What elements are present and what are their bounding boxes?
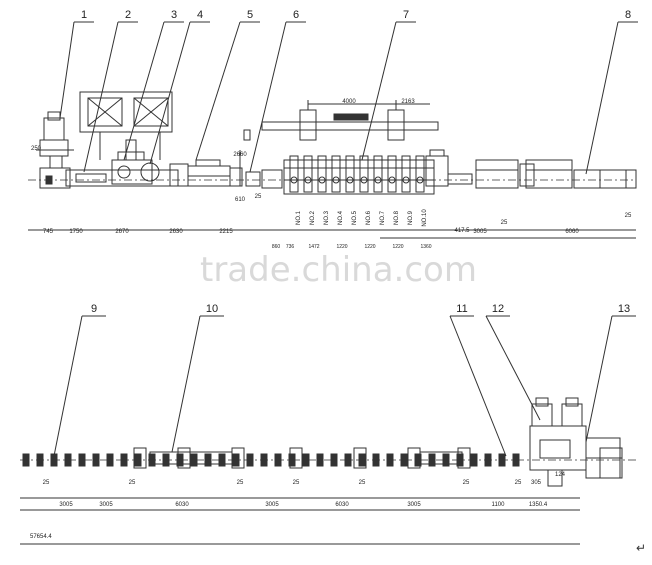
dim-top-small-8: 417.5	[454, 228, 470, 234]
dim-top-small-6: 25	[501, 220, 508, 226]
stand-label-7: NO.8	[394, 210, 400, 225]
dim-bottom-small-6: 25	[515, 480, 522, 486]
unit-4-5-shear	[169, 159, 243, 187]
unit-2-3-platform	[65, 91, 179, 187]
dim-bottom-4: 6030	[335, 502, 349, 508]
dim-top-1: 1750	[69, 229, 83, 235]
callout-5: 5	[247, 9, 253, 21]
dim-total-length: 57654.4	[30, 534, 52, 540]
stand-label-4: NO.5	[352, 210, 358, 225]
dim-top-small-2: 2660	[233, 152, 247, 158]
dim-bottom-7: 1350.4	[529, 502, 548, 508]
dim-top-3: 2630	[169, 229, 183, 235]
callout-8: 8	[625, 9, 631, 21]
callout-3: 3	[171, 9, 177, 21]
unit-7-forming-mill	[283, 149, 449, 195]
stand-label-2: NO.3	[324, 210, 330, 225]
dim-stand-5: 1220	[392, 244, 403, 250]
stand-label-1: NO.2	[310, 210, 316, 225]
unit-1-decoiler	[36, 111, 74, 189]
callout-6: 6	[293, 9, 299, 21]
dim-bottom-small-4: 25	[359, 480, 366, 486]
dim-top-small-0: 4000	[342, 99, 356, 105]
dim-top-5: 3005	[473, 229, 487, 235]
unit-6-entry-guide	[239, 129, 283, 189]
dim-top-small-7: 25	[625, 213, 632, 219]
dim-bottom-small-3: 25	[293, 480, 300, 486]
dim-stand-6: 1360	[420, 244, 431, 250]
dim-bottom-small-5: 25	[463, 480, 470, 486]
dim-bottom-6: 1100	[492, 502, 506, 508]
dim-top-2: 2670	[115, 229, 129, 235]
stand-label-0: NO.1	[296, 210, 302, 225]
callout-11: 11	[456, 303, 467, 315]
dim-bottom-1: 3005	[99, 502, 113, 508]
dim-top-small-4: 610	[235, 197, 246, 203]
dim-stand-1: 736	[286, 244, 295, 250]
stand-label-8: NO.9	[408, 210, 414, 225]
dim-bottom-5: 3005	[407, 502, 421, 508]
stand-label-3: NO.4	[338, 210, 344, 225]
stand-label-9: NO.10	[422, 209, 428, 227]
stand-label-5: NO.6	[366, 210, 372, 225]
dim-top-6: 6060	[565, 229, 579, 235]
callout-4: 4	[197, 9, 203, 21]
enter-glyph: ↵	[636, 541, 647, 555]
dim-top-small-1: 2163	[401, 99, 415, 105]
overhead-roll-changer	[261, 100, 439, 141]
dim-bottom-small-0: 25	[43, 480, 50, 486]
callout-2: 2	[125, 9, 131, 21]
callout-1: 1	[81, 9, 87, 21]
dim-stand-0: 860	[272, 244, 281, 250]
roller-conveyor	[22, 447, 520, 469]
dim-bottom-2: 6030	[175, 502, 189, 508]
dim-stand-3: 1220	[336, 244, 347, 250]
dim-top-0: 745	[43, 229, 54, 235]
dim-bottom-0: 3005	[59, 502, 73, 508]
dim-bottom-3: 3005	[265, 502, 279, 508]
dim-top-4: 2215	[219, 229, 233, 235]
watermark: trade.china.com	[200, 250, 477, 290]
dim-bottom-small-7: 305	[531, 480, 542, 486]
dim-bottom-small-1: 25	[129, 480, 136, 486]
dim-stand-4: 1220	[364, 244, 375, 250]
callout-13: 13	[618, 303, 630, 315]
unit-12-13-end-equipment	[529, 397, 623, 487]
unit-8-runout	[447, 159, 637, 189]
dim-top-small-3: 250	[31, 146, 42, 152]
dim-bottom-small-2: 25	[237, 480, 244, 486]
callout-7: 7	[403, 9, 409, 21]
dim-bottom-small-8: 124	[555, 472, 566, 478]
dim-top-small-5: 25	[255, 194, 262, 200]
callout-10: 10	[206, 303, 218, 315]
dim-stand-2: 1472	[308, 244, 319, 250]
stand-label-6: NO.7	[380, 210, 386, 225]
callout-9: 9	[91, 303, 97, 315]
callout-12: 12	[492, 303, 504, 315]
